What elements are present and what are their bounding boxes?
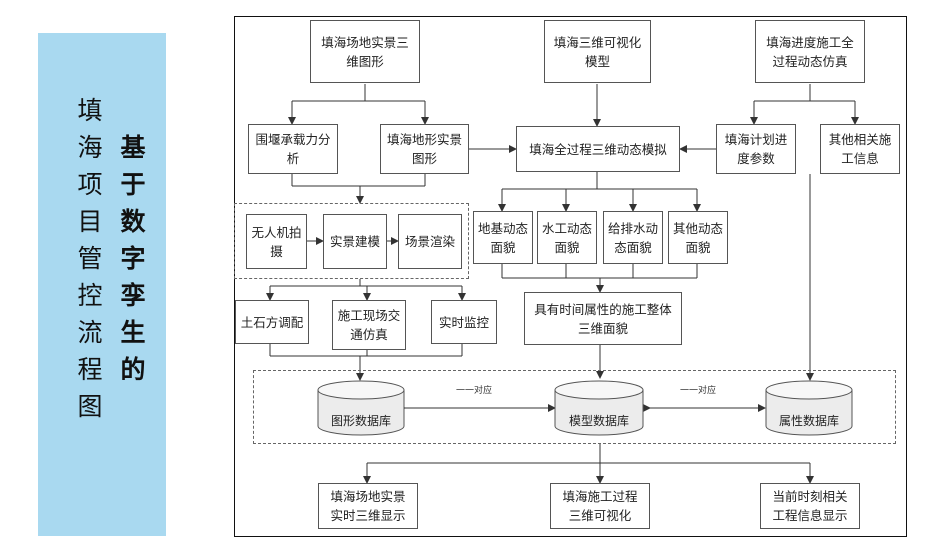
other-surface-box: 其他动态 面貌 — [668, 211, 728, 264]
title-main-char: 流 — [77, 318, 103, 347]
graphic-db-label: 图形数据库 — [330, 414, 391, 428]
other-info-box: 其他相关施 工信息 — [820, 124, 900, 174]
cofferdam-bearing-box: 围堰承载力分 析 — [248, 124, 338, 174]
3d-visual-model-box: 填海三维可视化 模型 — [544, 20, 651, 83]
overall-3d-surface-box: 具有时间属性的施工整体 三维面貌 — [524, 292, 682, 345]
title-prefix-char: 数 — [120, 207, 146, 236]
title-main-char: 填 — [77, 96, 103, 125]
title-main-char: 管 — [77, 244, 103, 273]
terrain-graphic-box: 填海地形实景 图形 — [380, 124, 469, 174]
title-column-main: 填海项目管控流程图 — [75, 92, 105, 425]
drainage-surface-box: 给排水动 态面貌 — [603, 211, 663, 264]
graphic-db-cylinder — [317, 380, 405, 436]
plan-parameters-box: 填海计划进 度参数 — [716, 124, 796, 174]
title-main-char: 图 — [77, 392, 103, 421]
capture-pipeline-group — [234, 203, 469, 279]
model-db-label: 模型数据库 — [568, 414, 629, 428]
model-db-cylinder — [554, 380, 644, 436]
mapping-label-right: 一一对应 — [680, 386, 717, 396]
earthwork-box: 土石方调配 — [235, 300, 309, 344]
realtime-3d-display-box: 填海场地实景 实时三维显示 — [318, 483, 418, 529]
scene-render-box: 场景渲染 — [398, 214, 462, 269]
title-prefix-char: 生 — [120, 318, 146, 347]
progress-simulation-box: 填海进度施工全 过程动态仿真 — [755, 20, 865, 83]
title-column-prefix: 基于数字孪生的 — [118, 129, 148, 388]
attr-db-cylinder — [765, 380, 853, 436]
realtime-monitor-box: 实时监控 — [431, 300, 497, 344]
attr-db-label: 属性数据库 — [778, 414, 839, 428]
hydraulic-surface-box: 水工动态 面貌 — [537, 211, 597, 264]
title-main-char: 控 — [77, 281, 103, 310]
title-main-char: 程 — [77, 355, 103, 384]
site-3d-graphic-box: 填海场地实景三 维图形 — [310, 20, 420, 83]
title-prefix-char: 孪 — [120, 281, 146, 310]
engineering-info-box: 当前时刻相关 工程信息显示 — [760, 483, 860, 529]
dynamic-simulation-box: 填海全过程三维动态模拟 — [516, 126, 680, 172]
reality-modeling-box: 实景建模 — [323, 214, 387, 269]
construction-visual-box: 填海施工过程 三维可视化 — [550, 483, 650, 529]
title-prefix-char: 的 — [120, 355, 146, 384]
foundation-surface-box: 地基动态 面貌 — [473, 211, 533, 264]
title-main-char: 海 — [77, 133, 103, 162]
title-prefix-char: 于 — [120, 170, 146, 199]
title-prefix-char: 基 — [120, 133, 146, 162]
uav-photo-box: 无人机拍 摄 — [246, 214, 307, 269]
mapping-label-left: 一一对应 — [456, 386, 493, 396]
database-group — [253, 370, 896, 444]
title-prefix-char: 字 — [120, 244, 146, 273]
title-main-char: 项 — [77, 170, 103, 199]
traffic-simulation-box: 施工现场交 通仿真 — [332, 300, 406, 350]
title-main-char: 目 — [77, 207, 103, 236]
title-panel — [38, 33, 166, 536]
